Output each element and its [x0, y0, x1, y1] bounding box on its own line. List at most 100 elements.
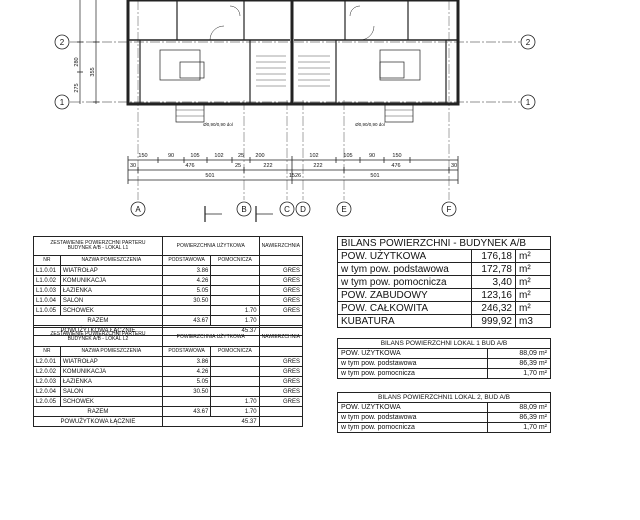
cell-aux: 1.70 — [210, 305, 260, 316]
room-note: Ø0,90/0,90 dol — [355, 122, 385, 127]
col-header-floor-sub — [258, 255, 304, 266]
dimension-label: 280 — [74, 57, 80, 66]
cell-aux — [210, 285, 260, 296]
cell-nr: L1.0.02 — [33, 275, 61, 286]
col-header-base: PODSTAWOWA — [161, 255, 212, 266]
cell-base: 5.05 — [161, 285, 212, 296]
dimension-label: 30 — [130, 163, 136, 169]
bilans-unit: m3 — [515, 314, 551, 328]
dimension-label: 222 — [313, 163, 322, 169]
axis-label-col: F — [447, 205, 452, 214]
dimension-label: 476 — [185, 163, 194, 169]
cell-nr: L2.0.03 — [33, 376, 61, 387]
dimension-label: 25 — [238, 153, 244, 159]
bilans-value: 176,18 — [471, 249, 516, 263]
cell-base — [161, 396, 212, 407]
bilans-building-table: BILANS POWIERZCHNI - BUDYNEK A/B POW. UŻ… — [336, 236, 551, 328]
dimension-label: 25 — [235, 163, 241, 169]
col-header-aux: POMOCNICZA — [210, 346, 260, 357]
cell-name: SALON — [59, 386, 163, 397]
cell-aux — [210, 265, 260, 276]
sum-aux: 1.70 — [210, 406, 260, 417]
total-label: POWUŻYTKOWA ŁĄCZNIE — [33, 416, 163, 427]
lokal-value: 88,09 m² — [486, 348, 552, 359]
cell-base: 5.05 — [161, 376, 212, 387]
bilans-unit: m² — [515, 275, 551, 289]
dimension-label: 90 — [168, 153, 174, 159]
dimension-label: 200 — [255, 153, 264, 159]
cell-name: SALON — [59, 295, 163, 306]
bilans-unit: m² — [515, 249, 551, 263]
cell-floor: GRES — [258, 386, 304, 397]
dimension-label: 275 — [74, 83, 80, 92]
lokal-label: w tym pow. pomocnicza — [337, 422, 488, 433]
bilans-label: w tym pow. pomocnicza — [336, 275, 473, 289]
dimension-label: 355 — [90, 67, 96, 76]
bilans-label: POW. UŻYTKOWA — [336, 249, 473, 263]
col-header-floor-sub — [258, 346, 304, 357]
cell-floor: GRES — [258, 366, 304, 377]
col-header-base: PODSTAWOWA — [161, 346, 212, 357]
dimension-label: 1526 — [289, 173, 301, 179]
cell-name: WIATROŁAP — [59, 265, 163, 276]
bilans-unit: m² — [515, 288, 551, 302]
cell-nr: L1.0.04 — [33, 295, 61, 306]
axis-label-col: D — [300, 205, 306, 214]
table-title: ZESTAWIENIE POWIERZCHNI PARTERU BUDYNEK … — [33, 327, 163, 347]
sum-base: 43.67 — [161, 315, 212, 326]
dimension-label: 501 — [205, 173, 214, 179]
dimension-label: 105 — [343, 153, 352, 159]
cell-floor: GRES — [258, 305, 304, 316]
cell-aux: 1.70 — [210, 396, 260, 407]
bilans-label: w tym pow. podstawowa — [336, 262, 473, 276]
lokal-label: w tym pow. pomocnicza — [337, 368, 488, 379]
bilans-label: POW. ZABUDOWY — [336, 288, 473, 302]
col-header-name: NAZWA POMIESZCZENIA — [59, 346, 163, 357]
axis-label-col: C — [284, 205, 290, 214]
lokal2-title: BILANS POWIERZCHNI1 LOKAL 2, BUD A/B — [337, 392, 551, 403]
cell-floor: GRES — [258, 275, 304, 286]
bilans-value: 999,92 — [471, 314, 516, 328]
cell-aux — [210, 376, 260, 387]
bilans-label: KUBATURA — [336, 314, 473, 328]
sum-base: 43.67 — [161, 406, 212, 417]
lokal-label: POW. UŻYTKOWA — [337, 348, 488, 359]
bilans-value: 3,40 — [471, 275, 516, 289]
cell-nr: L1.0.05 — [33, 305, 61, 316]
col-header-name: NAZWA POMIESZCZENIA — [59, 255, 163, 266]
lokal-label: w tym pow. podstawowa — [337, 412, 488, 423]
axis-label-row: 1 — [526, 98, 531, 107]
table-lokal-l1: ZESTAWIENIE POWIERZCHNI PARTERU BUDYNEK … — [33, 236, 304, 336]
bilans-label: POW. CAŁKOWITA — [336, 301, 473, 315]
cell-name: ŁAZIENKA — [59, 376, 163, 387]
col-header-area: POWIERZCHNIA UŻYTKOWA — [161, 327, 260, 347]
bilans-lokal-2-table: BILANS POWIERZCHNI1 LOKAL 2, BUD A/B POW… — [337, 392, 551, 433]
dimension-label: 150 — [138, 153, 147, 159]
lokal-value: 1,70 m² — [486, 368, 552, 379]
cell-aux — [210, 386, 260, 397]
col-header-area: POWIERZCHNIA UŻYTKOWA — [161, 236, 260, 256]
lokal-value: 86,39 m² — [487, 412, 551, 423]
bilans-value: 246,32 — [471, 301, 516, 315]
lokal-value: 1,70 m² — [487, 422, 551, 433]
cell-floor: GRES — [258, 285, 304, 296]
cell-nr: L2.0.05 — [33, 396, 61, 407]
cell-base: 30.50 — [161, 295, 212, 306]
lokal-value: 86,39 m² — [486, 358, 552, 369]
cell-base: 30.50 — [161, 386, 212, 397]
cell-base: 4.26 — [161, 366, 212, 377]
cell-nr: L1.0.03 — [33, 285, 61, 296]
cell-nr: L2.0.01 — [33, 356, 61, 367]
dimension-label: 476 — [391, 163, 400, 169]
